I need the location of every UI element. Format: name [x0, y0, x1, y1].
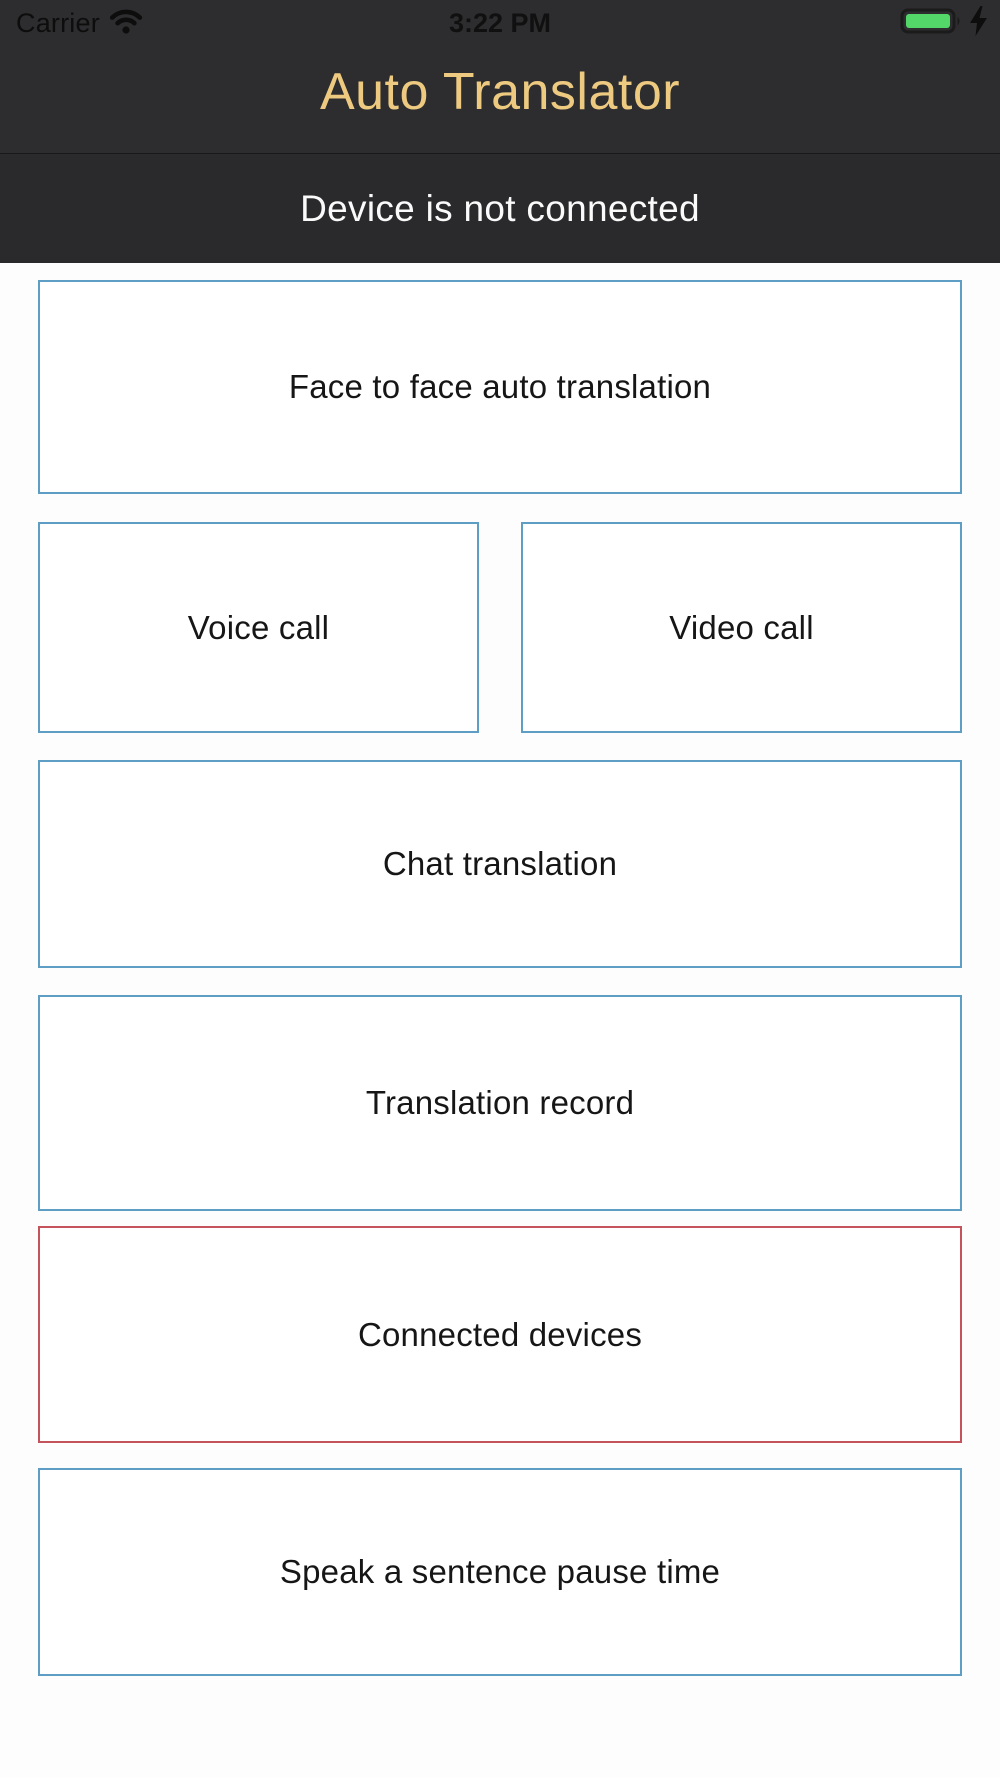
- battery-group: [900, 5, 988, 41]
- connection-status-banner: Device is not connected: [0, 154, 1000, 263]
- wifi-icon: [109, 8, 143, 39]
- carrier-group: Carrier: [16, 8, 143, 39]
- page-title: Auto Translator: [319, 62, 681, 121]
- voice-call-button[interactable]: Voice call: [38, 522, 479, 733]
- speak-pause-time-button[interactable]: Speak a sentence pause time: [38, 1468, 962, 1676]
- translation-record-label: Translation record: [365, 1084, 635, 1121]
- main-content: Face to face auto translation Voice call…: [0, 263, 1000, 1676]
- carrier-label: Carrier: [16, 7, 100, 38]
- call-buttons-row: Voice call Video call: [38, 522, 962, 733]
- translation-record-button[interactable]: Translation record: [38, 995, 962, 1211]
- face-to-face-translation-button[interactable]: Face to face auto translation: [38, 280, 962, 494]
- speak-pause-time-label: Speak a sentence pause time: [279, 1553, 721, 1590]
- status-time: 3:22 PM: [448, 7, 552, 38]
- video-call-button[interactable]: Video call: [521, 522, 962, 733]
- connected-devices-button[interactable]: Connected devices: [38, 1226, 962, 1443]
- connection-status-text: Device is not connected: [300, 187, 700, 229]
- lightning-bolt-icon: [969, 5, 988, 41]
- face-to-face-translation-label: Face to face auto translation: [288, 368, 712, 405]
- voice-call-label: Voice call: [187, 608, 330, 646]
- header: Carrier 3:22 PM: [0, 0, 1000, 154]
- video-call-label: Video call: [669, 608, 814, 646]
- chat-translation-label: Chat translation: [382, 845, 618, 882]
- connected-devices-label: Connected devices: [357, 1315, 643, 1353]
- nav-bar: Auto Translator: [0, 46, 1000, 153]
- chat-translation-button[interactable]: Chat translation: [38, 760, 962, 968]
- status-bar: Carrier 3:22 PM: [0, 0, 1000, 46]
- battery-charging-icon: [900, 8, 962, 39]
